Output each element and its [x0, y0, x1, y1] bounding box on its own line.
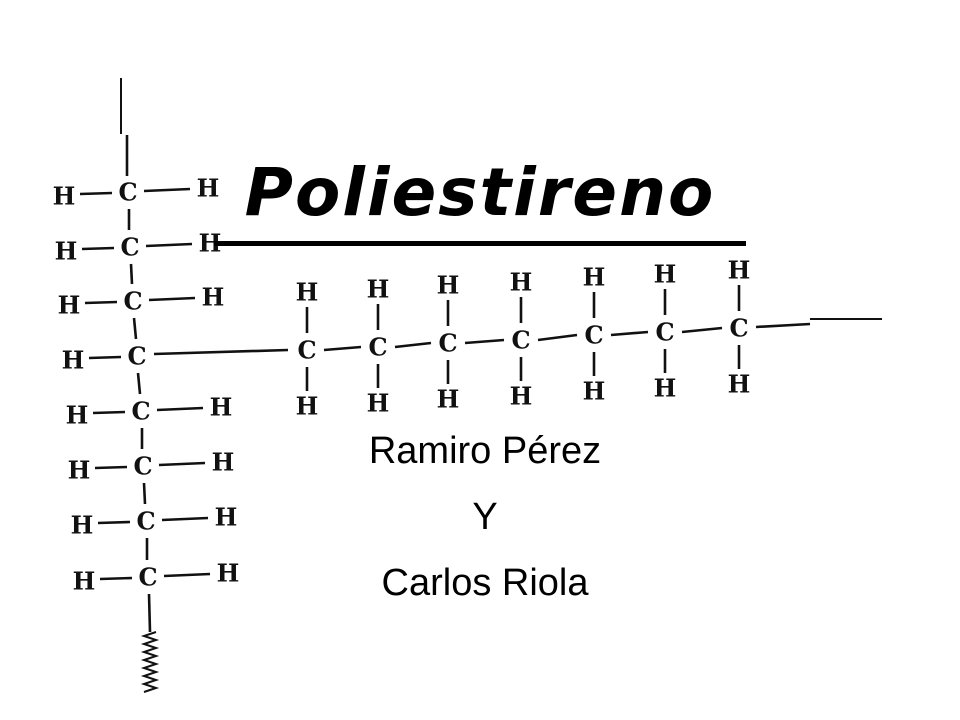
- bond-c-c: [129, 263, 134, 285]
- bond-c-c: [132, 317, 138, 340]
- slide-title: Poliestireno: [242, 150, 718, 236]
- hydrogen-atom: H: [296, 278, 319, 307]
- carbon-atom: C: [136, 507, 155, 536]
- bond-c-c: [394, 341, 432, 349]
- carbon-atom: C: [297, 336, 316, 365]
- hydrogen-atom: H: [367, 389, 390, 418]
- hydrogen-atom: H: [62, 346, 85, 375]
- bond-c-h: [79, 191, 113, 196]
- bond-chain-bottom: [147, 593, 152, 633]
- bond-c-h: [158, 461, 206, 467]
- hydrogen-atom: H: [73, 567, 96, 596]
- bond-c-h: [97, 520, 131, 525]
- hydrogen-atom: H: [199, 229, 222, 258]
- hydrogen-atom: H: [55, 237, 78, 266]
- hydrogen-atom: H: [66, 401, 89, 430]
- bond-c-h: [161, 516, 209, 522]
- bond-c-h: [88, 355, 122, 360]
- carbon-atom: C: [118, 178, 137, 207]
- bond-branch: [153, 348, 289, 356]
- bond-c-h: [99, 576, 133, 581]
- bond-c-h: [148, 296, 196, 302]
- hydrogen-atom: H: [583, 377, 606, 406]
- author-name-2: Carlos Riola: [381, 562, 589, 604]
- hydrogen-atom: H: [367, 275, 390, 304]
- bond-c-c: [323, 345, 362, 352]
- hydrogen-atom: H: [202, 283, 225, 312]
- bond-c-c: [610, 330, 649, 337]
- title-underline: [214, 241, 746, 246]
- hydrogen-atom: H: [53, 182, 76, 211]
- bond-c-c: [464, 338, 505, 345]
- carbon-atom: C: [131, 397, 150, 426]
- hydrogen-atom: H: [654, 374, 677, 403]
- bond-c-h: [92, 410, 126, 415]
- hydrogen-atom: H: [212, 448, 235, 477]
- carbon-atom: C: [729, 314, 748, 343]
- hydrogen-atom: H: [510, 268, 533, 297]
- hydrogen-atom: H: [510, 382, 533, 411]
- carbon-atom: C: [120, 233, 139, 262]
- carbon-atom: C: [511, 326, 530, 355]
- hydrogen-atom: H: [68, 456, 91, 485]
- hydrogen-atom: H: [217, 559, 240, 588]
- hydrogen-atom: H: [654, 260, 677, 289]
- hydrogen-atom: H: [583, 263, 606, 292]
- carbon-atom: C: [368, 333, 387, 362]
- bond-c-h: [84, 300, 118, 305]
- bond-c-c: [136, 372, 142, 395]
- author-conjunction: Y: [472, 496, 498, 538]
- authors-block: Ramiro Pérez Y Carlos Riola: [300, 418, 670, 616]
- hydrogen-atom: H: [296, 392, 319, 421]
- carbon-atom: C: [138, 563, 157, 592]
- hydrogen-atom: H: [437, 385, 460, 414]
- bond-c-h: [94, 465, 128, 470]
- hydrogen-atom: H: [215, 503, 238, 532]
- bond-c-h: [163, 572, 211, 578]
- hydrogen-atom: H: [197, 174, 220, 203]
- author-name-1: Ramiro Pérez: [368, 430, 602, 472]
- hydrogen-atom: H: [728, 256, 751, 285]
- chain-end-bottom: [140, 631, 160, 693]
- hydrogen-atom: H: [210, 393, 233, 422]
- bond-c-c: [537, 333, 578, 342]
- carbon-atom: C: [438, 329, 457, 358]
- carbon-atom: C: [584, 321, 603, 350]
- carbon-atom: C: [127, 342, 146, 371]
- carbon-atom: C: [133, 452, 152, 481]
- bond-c-c: [142, 482, 147, 505]
- hydrogen-atom: H: [728, 370, 751, 399]
- title-container: Poliestireno: [210, 150, 750, 250]
- bond-c-h: [156, 406, 204, 412]
- hydrogen-atom: H: [437, 271, 460, 300]
- carbon-atom: C: [655, 318, 674, 347]
- hydrogen-atom: H: [58, 291, 81, 320]
- bond-c-c: [681, 326, 723, 334]
- bond-c-h: [143, 187, 191, 193]
- hydrogen-atom: H: [71, 511, 94, 540]
- bond-c-h: [145, 242, 193, 248]
- bond-c-h: [81, 246, 115, 251]
- carbon-atom: C: [123, 287, 142, 316]
- bond-chain-right: [755, 322, 811, 329]
